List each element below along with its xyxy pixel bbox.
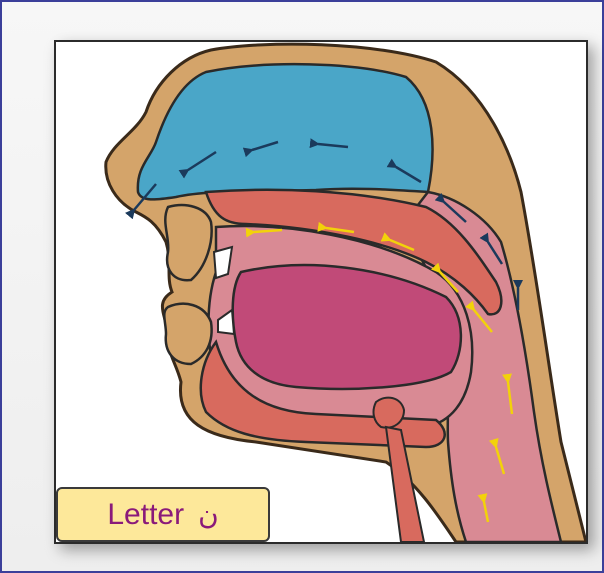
- arabic-letter: ن: [198, 498, 219, 531]
- diagram-panel: [54, 40, 588, 544]
- lower-lip: [164, 304, 211, 364]
- larynx: [374, 398, 404, 428]
- letter-label-text: Letter: [107, 498, 184, 532]
- vocal-tract-diagram: [56, 42, 586, 542]
- letter-label-box: Letter ن: [56, 487, 270, 542]
